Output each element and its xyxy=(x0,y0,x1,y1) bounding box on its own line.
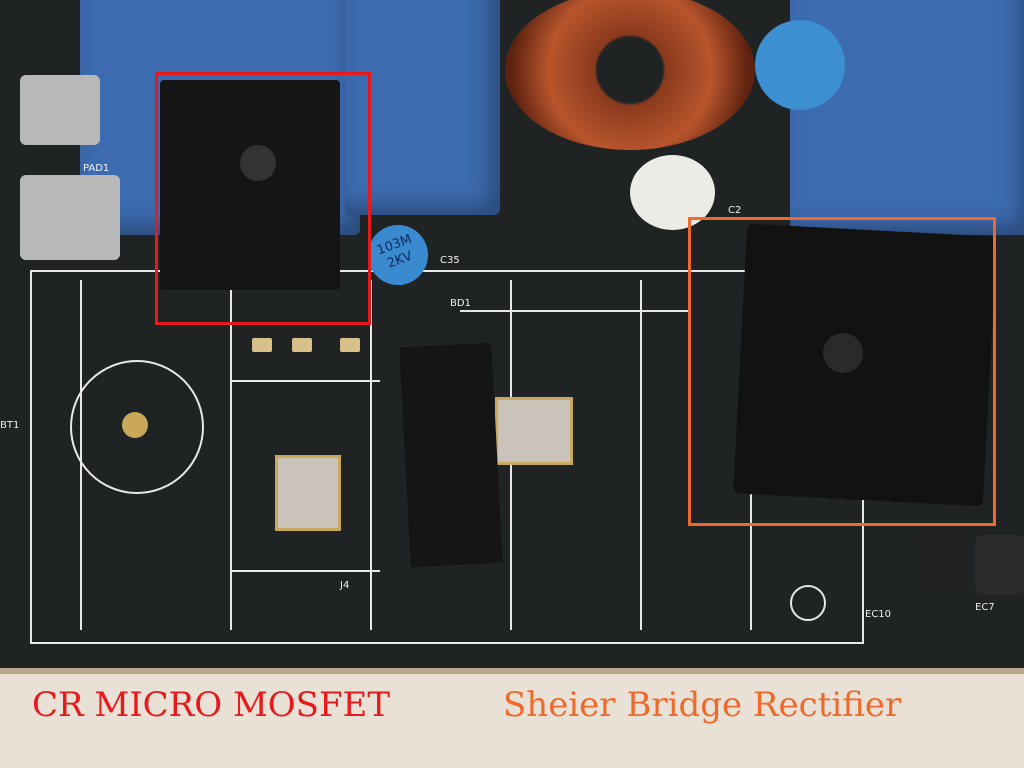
battery-footprint xyxy=(70,360,204,494)
silk-label-c2: C2 xyxy=(728,205,742,216)
solder-pad xyxy=(292,338,312,352)
mounting-hole xyxy=(122,412,148,438)
varistor xyxy=(755,20,845,110)
mosfet-highlight-box xyxy=(155,72,371,325)
rectifier-highlight-box xyxy=(688,217,996,526)
electrolytic-capacitor xyxy=(915,530,970,590)
silkscreen-line xyxy=(640,280,642,630)
silk-label-c35: C35 xyxy=(440,255,460,266)
silk-label-bd1: BD1 xyxy=(450,298,471,309)
silkscreen-line xyxy=(230,380,380,382)
silkscreen-line xyxy=(230,280,232,630)
mosfet-tab-hole xyxy=(240,145,276,181)
silkscreen-line xyxy=(370,280,372,630)
terminal-pad xyxy=(20,75,100,145)
silk-label-j4: J4 xyxy=(340,580,350,591)
board-cutout xyxy=(495,397,573,465)
solder-pad xyxy=(340,338,360,352)
mosfet-caption: CR MICRO MOSFET xyxy=(32,685,391,725)
silk-label-bt1: BT1 xyxy=(0,420,20,431)
silk-label-ec7: EC7 xyxy=(975,602,995,613)
silk-label-ec10: EC10 xyxy=(865,609,892,620)
solder-pad xyxy=(252,338,272,352)
board-cutout xyxy=(275,455,341,531)
rectifier-hole xyxy=(823,333,863,373)
rectifier-caption: Sheier Bridge Rectifier xyxy=(503,685,902,725)
silkscreen-line xyxy=(230,570,380,572)
terminal-pad xyxy=(20,175,120,260)
pcb-board: 103M 2KV PAD1 BT1 C35 BD1 C2 EC10 EC7 J4 xyxy=(0,0,1024,674)
silk-label-pad1: PAD1 xyxy=(83,163,110,174)
silkscreen-line xyxy=(460,310,690,312)
toroidal-inductor xyxy=(505,0,755,150)
silkscreen-circle xyxy=(790,585,826,621)
insulating-tape xyxy=(399,342,503,568)
mosfet-body xyxy=(160,80,340,290)
electrolytic-capacitor xyxy=(975,535,1024,595)
